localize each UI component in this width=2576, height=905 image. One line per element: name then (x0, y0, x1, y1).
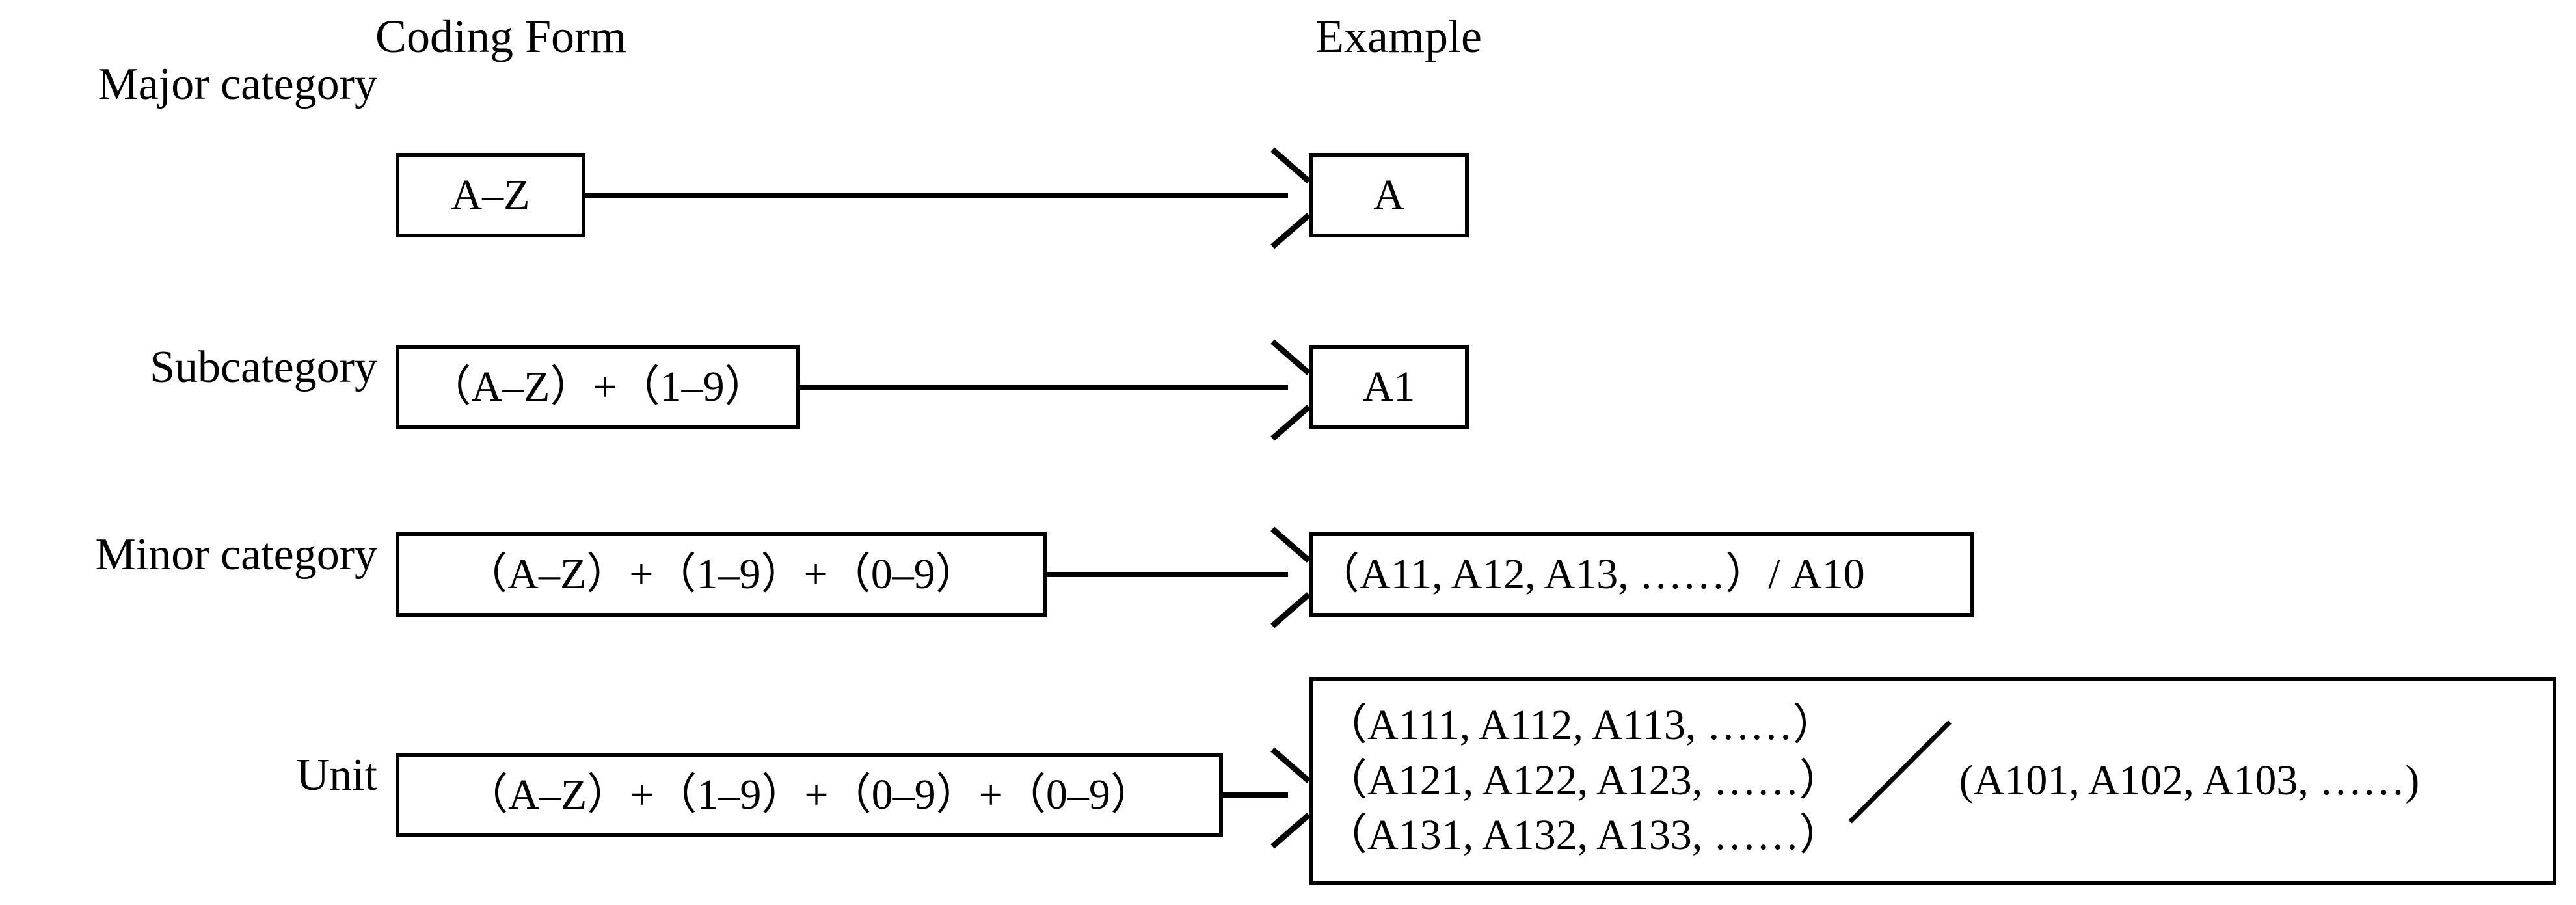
coding-form-box-major-category: A–Z (396, 153, 585, 237)
coding-form-box-unit: （A–Z）+（1–9）+（0–9）+（0–9） (396, 753, 1223, 837)
coding-form-box-subcategory: （A–Z）+（1–9） (396, 345, 800, 429)
unit-example-separator-slash: ／ (1844, 716, 1955, 838)
unit-example-line-2: （A121, A122, A123, ……） (1324, 756, 1842, 804)
example-box-major-category: A (1309, 153, 1469, 237)
connector-line-unit (1223, 792, 1288, 798)
column-header-coding-form: Coding Form (375, 10, 627, 62)
example-box-unit: （A111, A112, A113, ……） （A121, A122, A123… (1309, 677, 2556, 885)
connector-line-major-category (585, 193, 1288, 198)
row-label-minor-category: Minor category (95, 530, 377, 580)
unit-example-line-3: （A131, A132, A133, ……） (1324, 811, 1842, 859)
unit-example-right-line: (A101, A102, A103, ……) (1959, 757, 2420, 804)
unit-example-line-group: （A111, A112, A113, ……） （A121, A122, A123… (1313, 698, 1842, 863)
example-box-subcategory: A1 (1309, 345, 1469, 429)
coding-form-box-minor-category: （A–Z）+（1–9）+（0–9） (396, 532, 1047, 617)
row-label-subcategory: Subcategory (150, 342, 377, 392)
connector-line-minor-category (1047, 572, 1288, 577)
connector-line-subcategory (800, 385, 1288, 390)
unit-example-line-1: （A111, A112, A113, ……） (1324, 701, 1836, 750)
row-label-major-category: Major category (98, 59, 377, 109)
column-header-example: Example (1315, 10, 1482, 62)
example-box-minor-category: （A11, A12, A13, ……）/ A10 (1309, 532, 1974, 617)
row-label-unit: Unit (296, 750, 377, 800)
